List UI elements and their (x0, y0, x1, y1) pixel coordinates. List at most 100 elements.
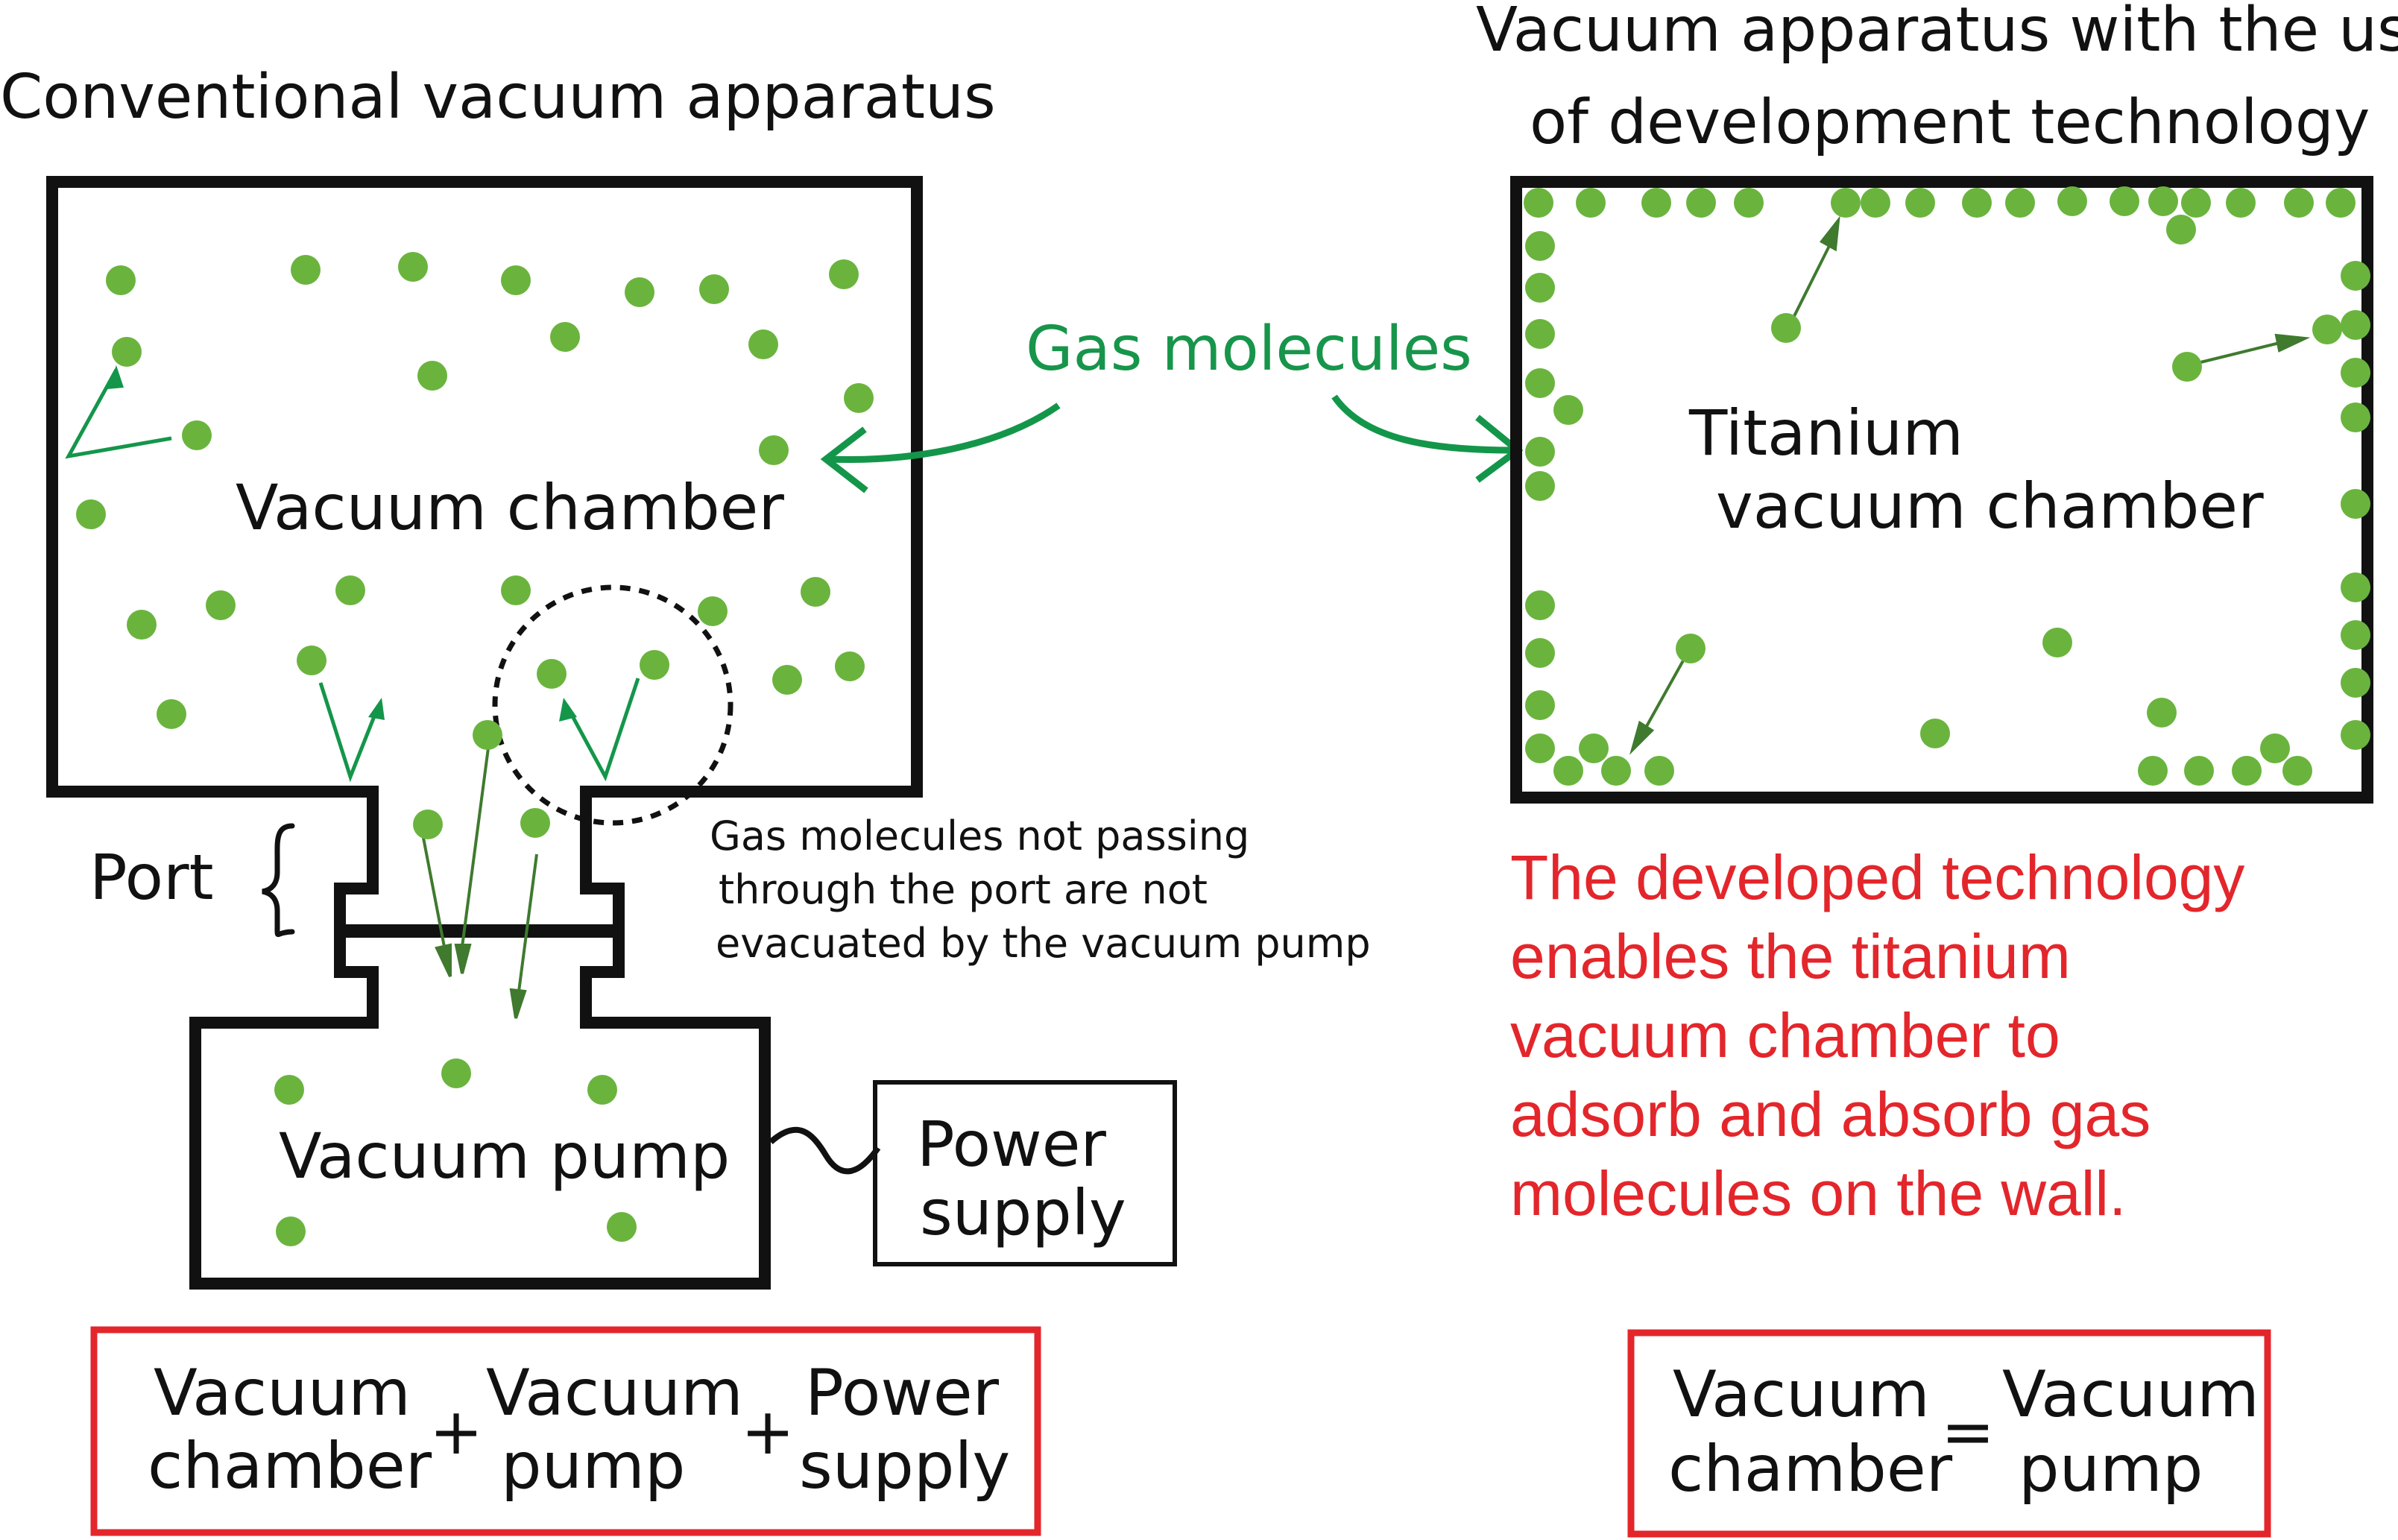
gas-molecule-dot (2181, 188, 2211, 218)
gas-molecule-dot (417, 361, 447, 391)
gas-molecule-dot (2341, 261, 2370, 291)
gas-molecule-dot (127, 610, 157, 640)
gas-molecule-dot (2341, 358, 2370, 388)
description-line-2: enables the titanium (1510, 921, 2071, 991)
motion-arrow (1644, 649, 1691, 728)
gas-arrow-right (1331, 394, 1514, 454)
arrow-head (2274, 333, 2311, 353)
gas-molecule-dot (698, 596, 728, 626)
gas-molecule-dot (2148, 186, 2178, 216)
power-supply-box (873, 1080, 1177, 1266)
right-title-line-1: Vacuum apparatus with the use (1476, 0, 2398, 66)
gas-molecule-dot (2312, 315, 2342, 344)
power-cable (769, 1126, 881, 1175)
gas-molecule-dot (413, 810, 443, 839)
eq-term1-line1: Vacuum (154, 1356, 411, 1430)
gas-molecule-dot (2341, 720, 2370, 750)
gas-molecule-dot (1525, 368, 1555, 398)
eq-right-right-line2: pump (2019, 1432, 2203, 1506)
gas-molecule-dot (2341, 310, 2370, 340)
left-title: Conventional vacuum apparatus (0, 62, 996, 133)
arrow-head (509, 988, 527, 1019)
gas-molecule-dot (537, 659, 567, 689)
gas-molecule-dot (1641, 188, 1671, 218)
gas-molecule-dot (1861, 188, 1890, 218)
gas-molecule-dot (106, 265, 136, 295)
description-line-5: molecules on the wall. (1510, 1158, 2126, 1228)
port-brace-icon (262, 823, 295, 937)
port-note-line-1: Gas molecules not passing (710, 812, 1249, 859)
gas-molecule-dot (1525, 319, 1555, 349)
gas-molecule-dot (335, 575, 365, 605)
description-line-3: vacuum chamber to (1510, 1000, 2060, 1070)
eq-term3-line1: Power (805, 1356, 1000, 1430)
gas-molecule-dot (2341, 620, 2370, 650)
gas-molecule-dot (550, 322, 580, 352)
gas-molecule-dot (2184, 756, 2214, 786)
gas-molecule-dot (2341, 668, 2370, 698)
gas-molecule-dot (640, 650, 669, 680)
gas-molecule-dot (2282, 756, 2312, 786)
arrow-head (1629, 720, 1655, 755)
arrow-head (1819, 215, 1840, 252)
gas-molecule-dot (276, 1216, 306, 1246)
gas-molecule-dot (801, 577, 830, 607)
eq-plus-1: + (429, 1395, 483, 1469)
eq-equals: = (1941, 1395, 1995, 1469)
gas-molecules-label: Gas molecules (1026, 314, 1472, 385)
gas-molecule-dot (1525, 690, 1555, 720)
power-supply-label-1: Power (917, 1108, 1106, 1181)
gas-molecule-dot (748, 329, 778, 359)
right-equation-box (1627, 1329, 2271, 1538)
gas-molecule-dot (1524, 188, 1553, 218)
gas-molecule-dot (501, 575, 531, 605)
motion-arrow (1788, 245, 1831, 327)
gas-molecule-dot (2326, 188, 2356, 218)
port-highlight-circle (492, 584, 733, 826)
eq-term2-line2: pump (501, 1429, 685, 1503)
gas-molecule-dot (1553, 395, 1583, 425)
gas-molecule-dot (2341, 489, 2370, 519)
port-note-line-3: evacuated by the vacuum pump (716, 920, 1371, 967)
gas-molecule-dot (772, 665, 802, 695)
gas-molecule-dot (1525, 471, 1555, 501)
eq-term3-line2: supply (799, 1429, 1010, 1503)
chamber-label: Vacuum chamber (236, 471, 784, 544)
gas-molecule-dot (1525, 590, 1555, 620)
gas-molecule-dot (1525, 231, 1555, 261)
gas-molecule-dot (398, 252, 428, 282)
arrow-head (559, 698, 577, 722)
gas-molecule-dot (1686, 188, 1716, 218)
reflection-arrowheads (107, 365, 577, 722)
gas-molecule-dot (1962, 188, 1992, 218)
gas-molecule-dot (2166, 215, 2196, 244)
port-flange (340, 924, 619, 938)
gas-molecules-layer (76, 186, 2370, 1246)
gas-molecule-dot (835, 651, 865, 681)
eq-right-left-line1: Vacuum (1673, 1357, 1930, 1432)
eq-right-right-line1: Vacuum (2002, 1357, 2259, 1432)
arrow-head (435, 943, 452, 977)
port-label: Port (89, 841, 214, 914)
gas-molecule-dot (829, 259, 859, 289)
gas-molecule-dot (206, 590, 236, 620)
reflect-arrow-3 (564, 678, 640, 782)
motion-arrow (461, 742, 490, 947)
gas-molecule-dot (182, 420, 212, 450)
wall-capture-arrows (1629, 215, 2311, 755)
arrow-head (454, 944, 472, 974)
reflect-arrow-1 (65, 368, 172, 459)
titanium-chamber-outline (1510, 176, 2373, 804)
gas-arrow-left (827, 403, 1061, 463)
gas-molecule-dot (1905, 188, 1935, 218)
gas-molecule-dot (2005, 188, 2035, 218)
power-supply-label-2: supply (920, 1176, 1126, 1249)
gas-molecule-dot (1644, 756, 1674, 786)
gas-molecule-dot (2226, 188, 2256, 218)
gas-molecule-dot (1553, 756, 1583, 786)
gas-molecule-dot (844, 383, 874, 413)
gas-molecule-dot (2284, 188, 2314, 218)
motion-arrow (517, 853, 538, 992)
gas-molecule-dot (2042, 628, 2072, 657)
